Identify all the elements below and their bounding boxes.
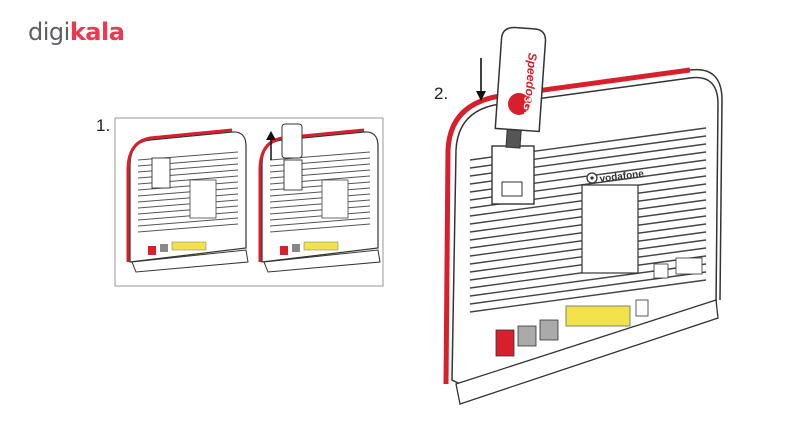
vodafone-logo-icon [586,172,598,184]
small-router-before [126,128,249,273]
step-2-label: 2. [434,84,449,103]
step-1-label: 1. [96,116,111,135]
digikala-logo[interactable]: digikala [28,18,125,46]
large-router [443,67,723,405]
logo-part-digi: digi [28,18,70,46]
arrow-down-icon [476,58,486,101]
usb-stick[interactable]: Speedoo 3G+ [494,26,547,150]
small-router-after [258,123,381,273]
port-row [495,257,703,357]
logo-part-kala: kala [69,18,125,46]
stick-brand-text: Speedoo [522,52,540,104]
arrow-up-icon [266,131,276,160]
vodafone-text: vodafone [599,169,645,185]
stick-badge-text: 3G+ [520,96,532,116]
